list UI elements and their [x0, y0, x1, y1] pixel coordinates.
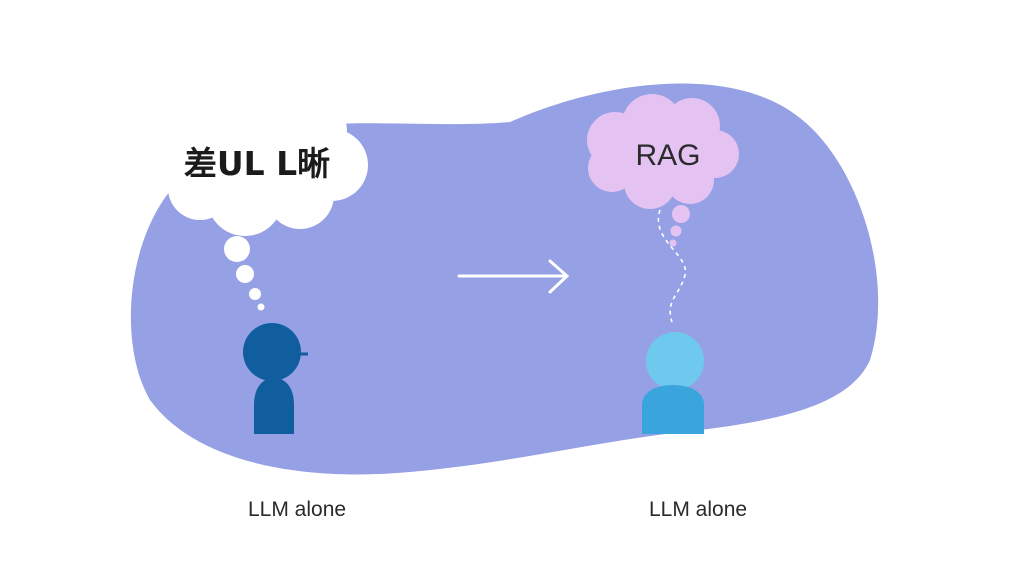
- left-thought-text: 差UL L晰: [184, 144, 330, 183]
- right-thought-bubble: [587, 94, 739, 209]
- left-thought-bubble: [149, 86, 368, 236]
- arrow-icon: [457, 259, 570, 294]
- right-dashed-connector: [657, 209, 687, 323]
- right-thought-text: RAG: [635, 139, 700, 172]
- left-person-icon: [243, 323, 308, 434]
- left-thought-trail: [224, 236, 265, 311]
- right-person-icon: [642, 332, 704, 434]
- left-caption: LLM alone: [248, 498, 347, 521]
- right-thought-trail: [669, 205, 690, 247]
- right-caption: LLM alone: [649, 498, 748, 521]
